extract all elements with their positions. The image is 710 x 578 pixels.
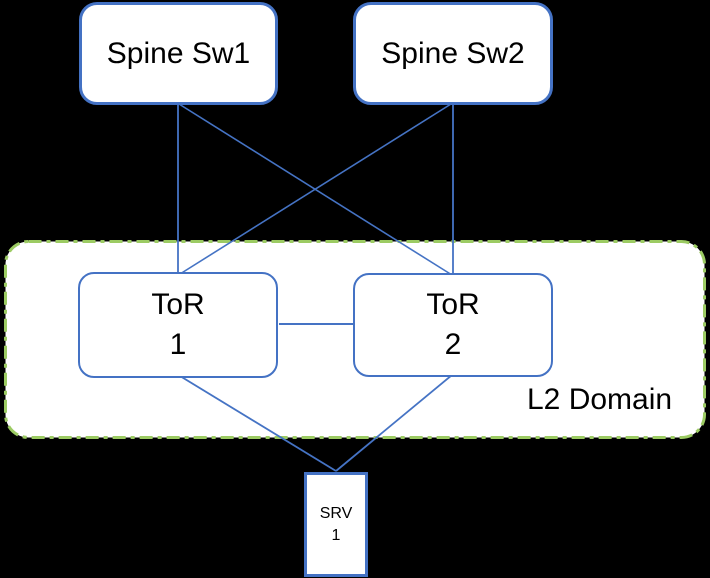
node-tor-2: ToR 2 [353,273,553,377]
node-label: Spine Sw2 [381,36,525,70]
node-srv-1: SRV 1 [304,472,368,577]
node-label: ToR [151,288,205,321]
link-tor-1-srv-1 [179,375,337,472]
l2-domain-label: L2 Domain [527,383,673,416]
node-number: 1 [331,526,341,544]
node-tor-1: ToR 1 [78,272,278,378]
node-label: SRV [319,504,353,522]
node-label: Spine Sw1 [106,36,251,70]
node-spine-sw2: Spine Sw2 [353,2,553,105]
node-number: 2 [444,328,462,361]
link-tor-2-srv-1 [335,374,453,472]
link-spine-sw2-tor-1 [179,103,452,275]
node-label: ToR [426,288,480,321]
node-spine-sw1: Spine Sw1 [79,2,278,105]
node-number: 1 [169,328,187,361]
